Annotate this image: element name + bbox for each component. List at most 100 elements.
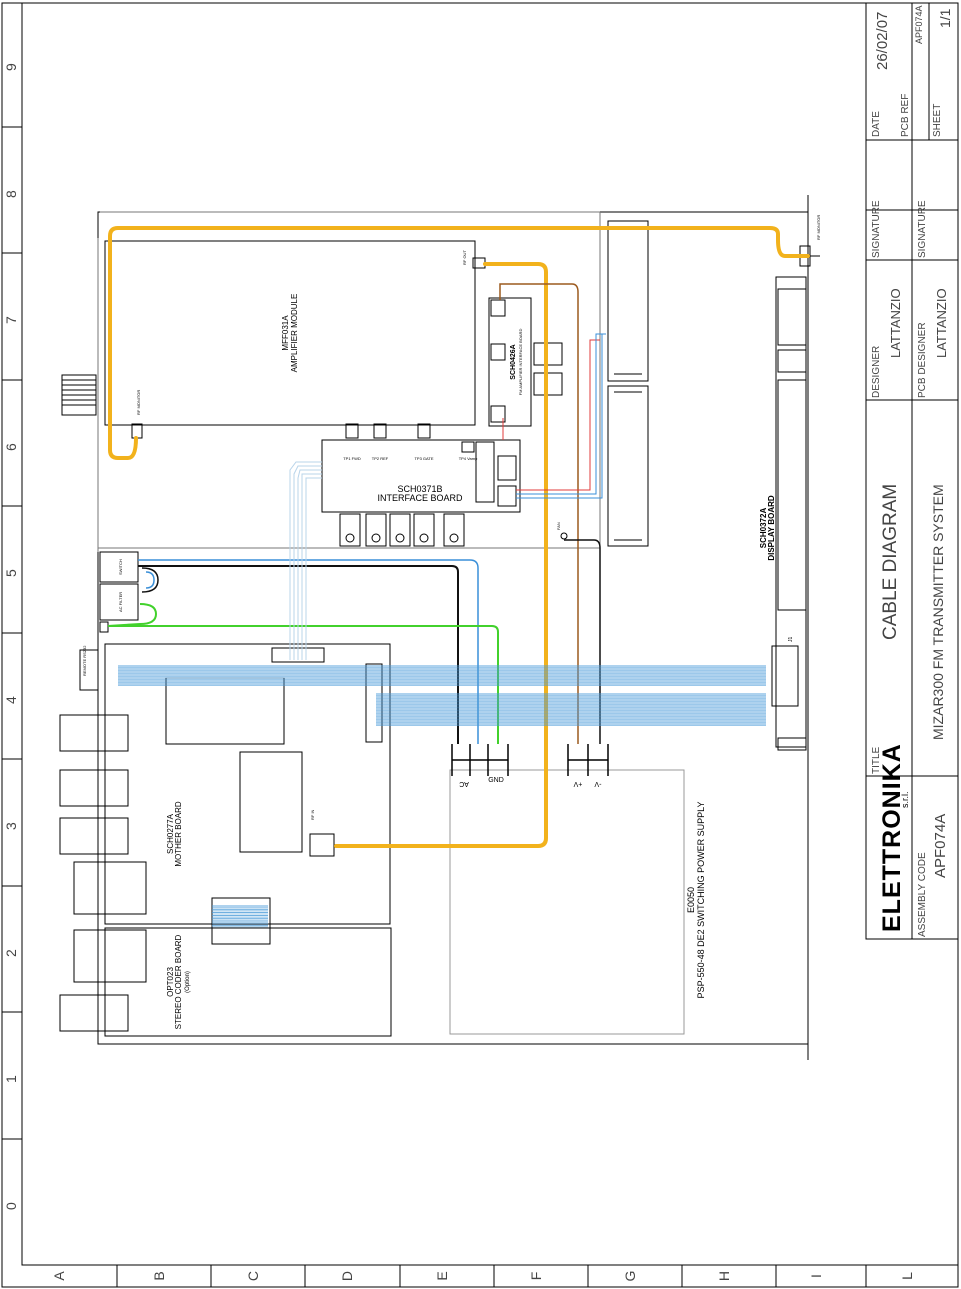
grid-letter-e: E (434, 1271, 450, 1280)
amp-interface-code: SCH0426A (510, 344, 517, 379)
grey-ribbon-bundle (289, 461, 322, 660)
green-cable-filter (107, 603, 499, 744)
grid-num-5: 5 (3, 569, 19, 577)
title-main: CABLE DIAGRAM (880, 484, 901, 640)
mother-code: SCH0277A (166, 813, 175, 854)
black-cable-fan (564, 539, 601, 744)
grid-num-9: 9 (3, 63, 19, 71)
stereo-name: STEREO CODER BOARD (174, 934, 183, 1029)
blue-cable-display (516, 333, 606, 495)
vplus-terminal-label: +V (573, 780, 582, 787)
assembly-code-value: APF074A (932, 814, 949, 878)
switch-label: SWITCH (118, 559, 123, 575)
sheet-label: SHEET (932, 104, 943, 137)
grid-num-1: 1 (3, 1075, 19, 1083)
black-cable-switch (138, 565, 459, 744)
assembly-code-label: ASSEMBLY CODE (917, 852, 928, 937)
designer-value: LATTANZIO (888, 288, 903, 358)
title-block (865, 2, 959, 940)
psu-name: PSP-550-48 DE2 SWITCHING POWER SUPPLY (696, 802, 706, 999)
grid-letter-f: F (528, 1272, 544, 1281)
title-block-text: DATE 26/02/07 PCB REF APF074A SHEET 1/1 … (871, 5, 953, 937)
pcb-ref-value: APF074A (914, 5, 924, 44)
tp1-label: TP1 FWD (343, 456, 361, 461)
blue-cable-switch (138, 559, 479, 744)
grid-num-8: 8 (3, 190, 19, 198)
grid-letter-h: H (716, 1271, 732, 1281)
grid-letter-a: A (51, 1271, 67, 1281)
grid-letter-l: L (899, 1272, 915, 1280)
tp4-label: TP4 Vamp (459, 456, 478, 461)
amplifier-code: MFF031A (281, 315, 290, 351)
grid-num-2: 2 (3, 949, 19, 957)
ac-terminal-label: AC (459, 780, 469, 787)
stereo-code: OPT023 (166, 967, 175, 997)
title-sub: MIZAR300 FM TRANSMITTER SYSTEM (930, 484, 946, 740)
designer-label: DESIGNER (871, 346, 882, 398)
grid-numbers: 0 1 2 3 4 5 6 7 8 9 (3, 63, 19, 1210)
rf-out-label: RF OUT (462, 250, 467, 265)
gnd-terminal-label: GND (488, 777, 504, 784)
grid-ticks-left (2, 126, 22, 1140)
company-logo: ELETTRONIKA (878, 743, 906, 932)
fan-2 (607, 385, 649, 547)
rf-monitor-label-amp: RF MONITOR (136, 390, 141, 415)
ac-filter-label: AC FILTER (118, 592, 123, 612)
brown-cable (499, 283, 579, 744)
title-label: TITLE (871, 746, 882, 774)
display-j1: J1 (788, 637, 794, 643)
interface-name: INTERFACE BOARD (377, 493, 463, 503)
company-suffix: s.r.l. (900, 791, 910, 808)
grid-num-4: 4 (3, 696, 19, 704)
grid-letters: A B C D E F G H I L (51, 1271, 915, 1282)
rf-monitor-label-right: RF MONITOR (816, 215, 821, 240)
display-board-code: SCH0372A (759, 508, 768, 549)
cables (107, 226, 810, 848)
rf-in-label: RF IN (310, 809, 315, 820)
grid-letter-i: I (808, 1274, 824, 1278)
red-cable-psu (516, 339, 600, 491)
fan-1 (607, 220, 649, 382)
black-cable-switch-loop (141, 567, 159, 593)
display-board-name: DISPLAY BOARD (767, 495, 776, 561)
grid-letter-c: C (245, 1271, 261, 1281)
grid-num-3: 3 (3, 822, 19, 830)
grid-letter-b: B (151, 1271, 167, 1280)
amp-interface-name: FM AMPLIFIER INTERFACE BOARD (518, 329, 523, 396)
mother-name: MOTHER BOARD (174, 801, 183, 867)
signature-label-2: SIGNATURE (917, 200, 928, 258)
signature-label-1: SIGNATURE (871, 200, 882, 258)
display-board (771, 276, 807, 751)
rf-cable-output (334, 262, 548, 848)
bnc-connectors (59, 649, 147, 1032)
mother-board (104, 643, 391, 945)
tp2-label: TP2 REF (372, 456, 389, 461)
grid-num-7: 7 (3, 316, 19, 324)
stereo-coder-board (104, 927, 392, 1037)
amp-connector-left (61, 374, 97, 416)
tp3-label: TP3 GATE (414, 456, 433, 461)
interface-board (321, 423, 521, 547)
grid-num-0: 0 (3, 1202, 19, 1210)
blue-cable-display-2 (516, 334, 603, 499)
amplifier-name: AMPLIFIER MODULE (290, 294, 299, 373)
pcb-designer-label: PCB DESIGNER (917, 322, 928, 398)
sheet-value: 1/1 (937, 8, 953, 28)
amp-interface-board (488, 297, 563, 427)
fan-label: FAN (556, 522, 561, 530)
date-label: DATE (871, 111, 882, 137)
interface-bottom-circles (345, 533, 459, 543)
interface-code: SCH0371B (397, 484, 442, 494)
pcb-ref-label: PCB REF (900, 94, 911, 137)
vminus-terminal-label: -V (594, 780, 601, 787)
grid-letter-g: G (622, 1271, 638, 1282)
psu-code: E0050 (686, 887, 696, 913)
grid-ticks-bottom (116, 1265, 867, 1287)
rf-monitor-connector-amp (131, 423, 143, 439)
blue-cable-switch-loop (145, 571, 155, 589)
chassis (97, 195, 809, 1060)
pcb-designer-value: LATTANZIO (934, 288, 949, 358)
power-supply (449, 769, 685, 1035)
